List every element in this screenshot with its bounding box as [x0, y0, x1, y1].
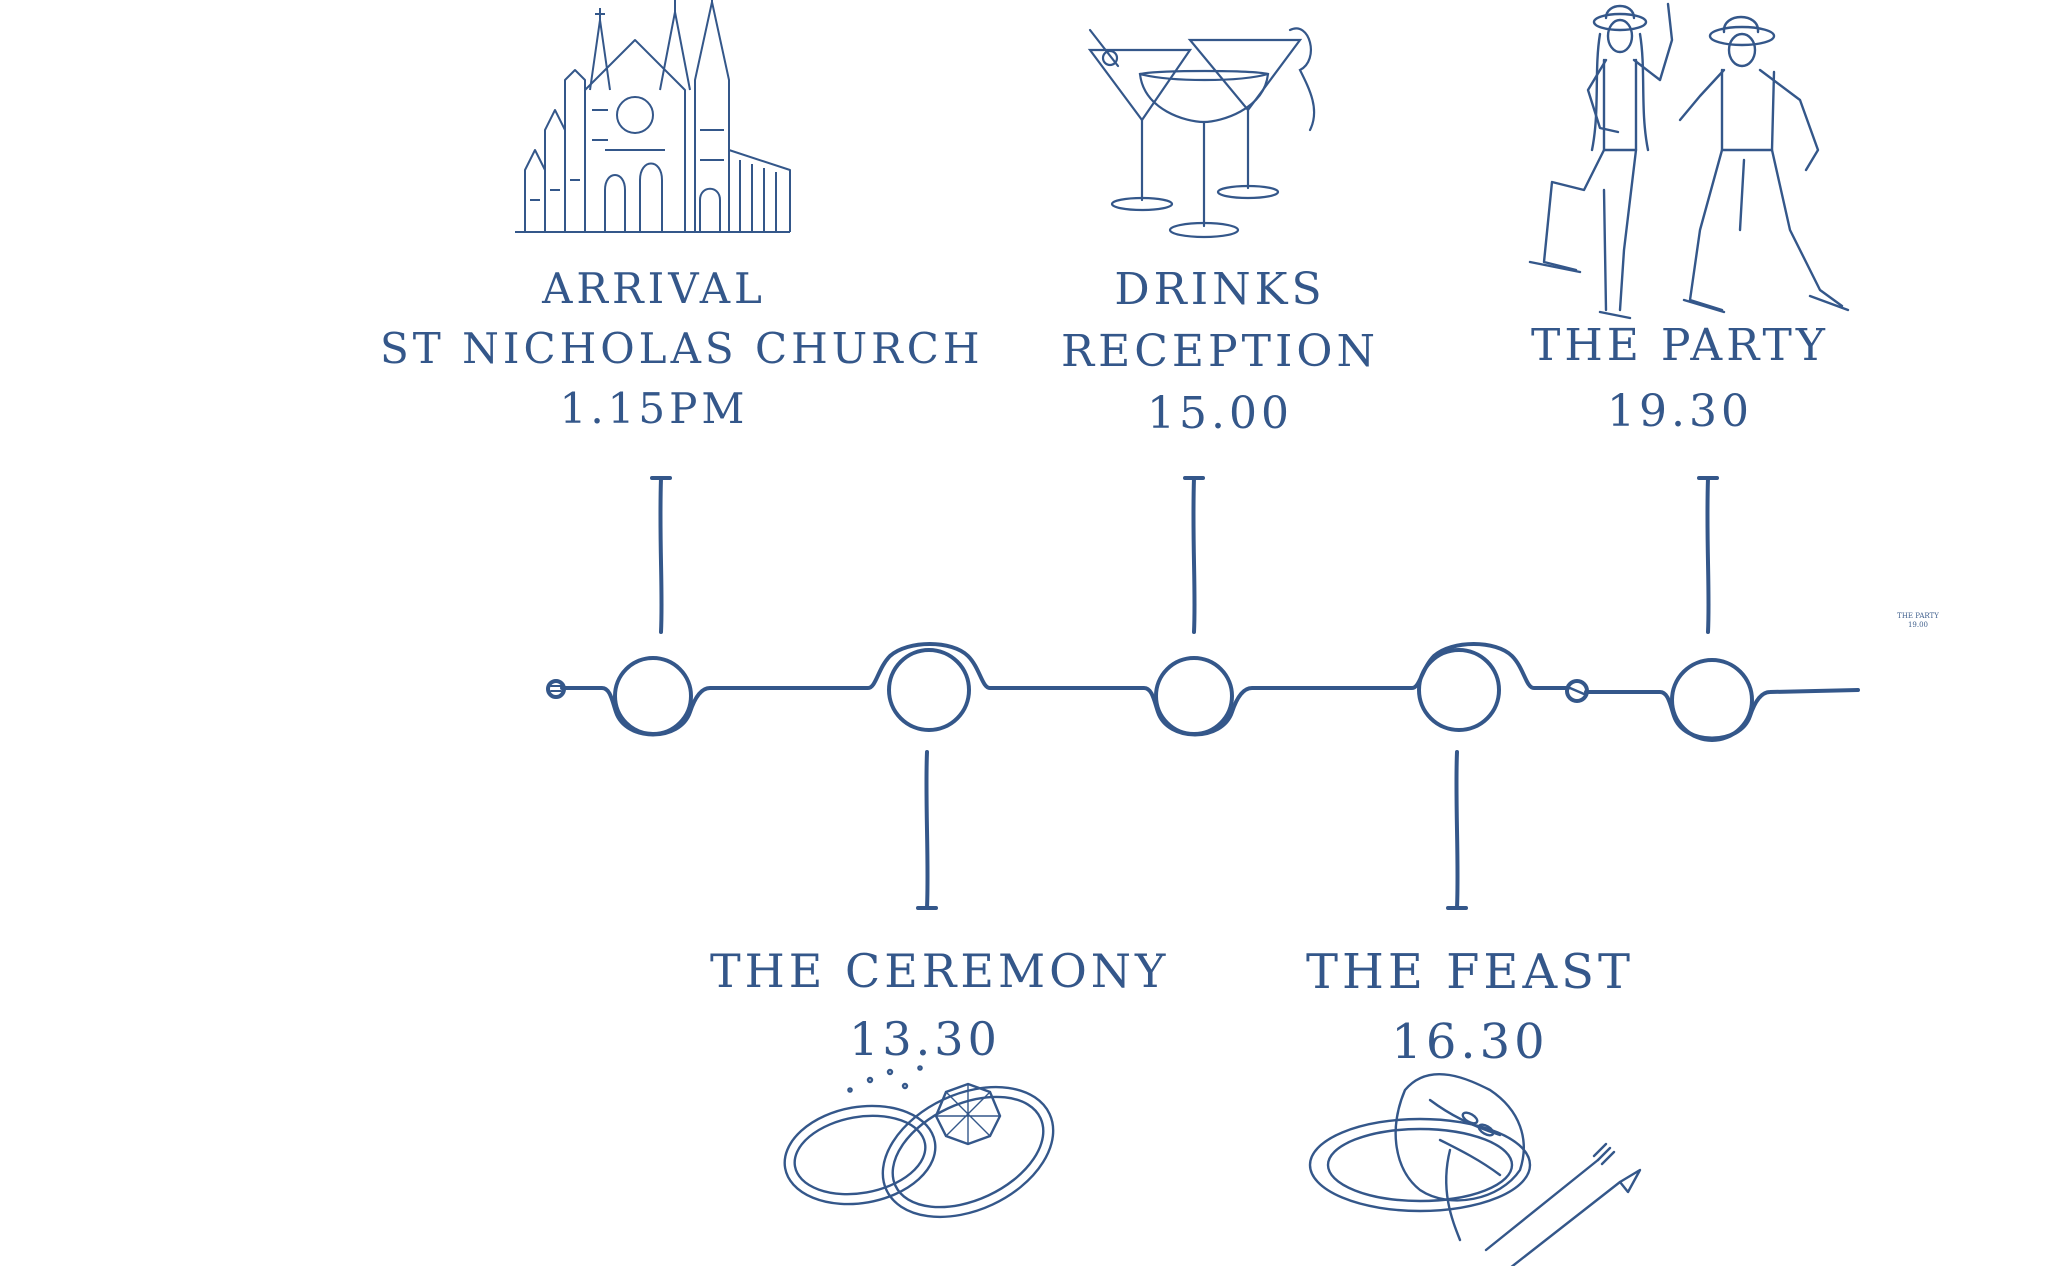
- stem-ceremony: [916, 750, 938, 910]
- stray-note-time: 19.00: [1907, 621, 1929, 629]
- timeline-start-terminal: [546, 679, 566, 699]
- event-party: THE PARTY 19.30: [1530, 324, 1830, 434]
- event-ceremony: THE CEREMONY 13.30: [710, 944, 1170, 1066]
- milestone-circle-arrival: [613, 656, 693, 736]
- milestone-circle-ceremony: [887, 648, 971, 732]
- event-drinks: DRINKS RECEPTION 15.00: [1040, 268, 1400, 436]
- milestone-circle-drinks: [1154, 656, 1234, 736]
- event-arrival: ARRIVAL ST NICHOLAS CHURCH 1.15PM: [380, 264, 984, 433]
- stem-feast: [1446, 750, 1468, 910]
- event-time: 16.30: [1391, 1014, 1549, 1070]
- event-title: ARRIVAL: [542, 264, 766, 313]
- event-time: 15.00: [1147, 388, 1293, 439]
- stem-arrival: [650, 476, 672, 634]
- event-title: THE CEREMONY: [710, 944, 1170, 998]
- event-title: THE PARTY: [1531, 320, 1829, 371]
- stem-drinks: [1183, 476, 1205, 634]
- event-feast: THE FEAST 16.30: [1300, 948, 1640, 1066]
- event-time: 19.30: [1607, 386, 1753, 437]
- event-subtitle: ST NICHOLAS CHURCH: [380, 324, 984, 373]
- stray-note: THE PARTY 19.00: [1894, 612, 1942, 630]
- event-subtitle: RECEPTION: [1061, 326, 1379, 377]
- milestone-circle-feast: [1417, 648, 1501, 732]
- event-title: THE FEAST: [1305, 944, 1635, 1000]
- event-time: 13.30: [849, 1012, 1001, 1066]
- milestone-circle-party: [1670, 658, 1754, 742]
- stray-note-title: THE PARTY: [1897, 612, 1939, 620]
- stem-party: [1697, 476, 1719, 634]
- event-time: 1.15PM: [559, 384, 749, 433]
- timeline-knot: [1565, 679, 1589, 703]
- event-title: DRINKS: [1114, 264, 1326, 315]
